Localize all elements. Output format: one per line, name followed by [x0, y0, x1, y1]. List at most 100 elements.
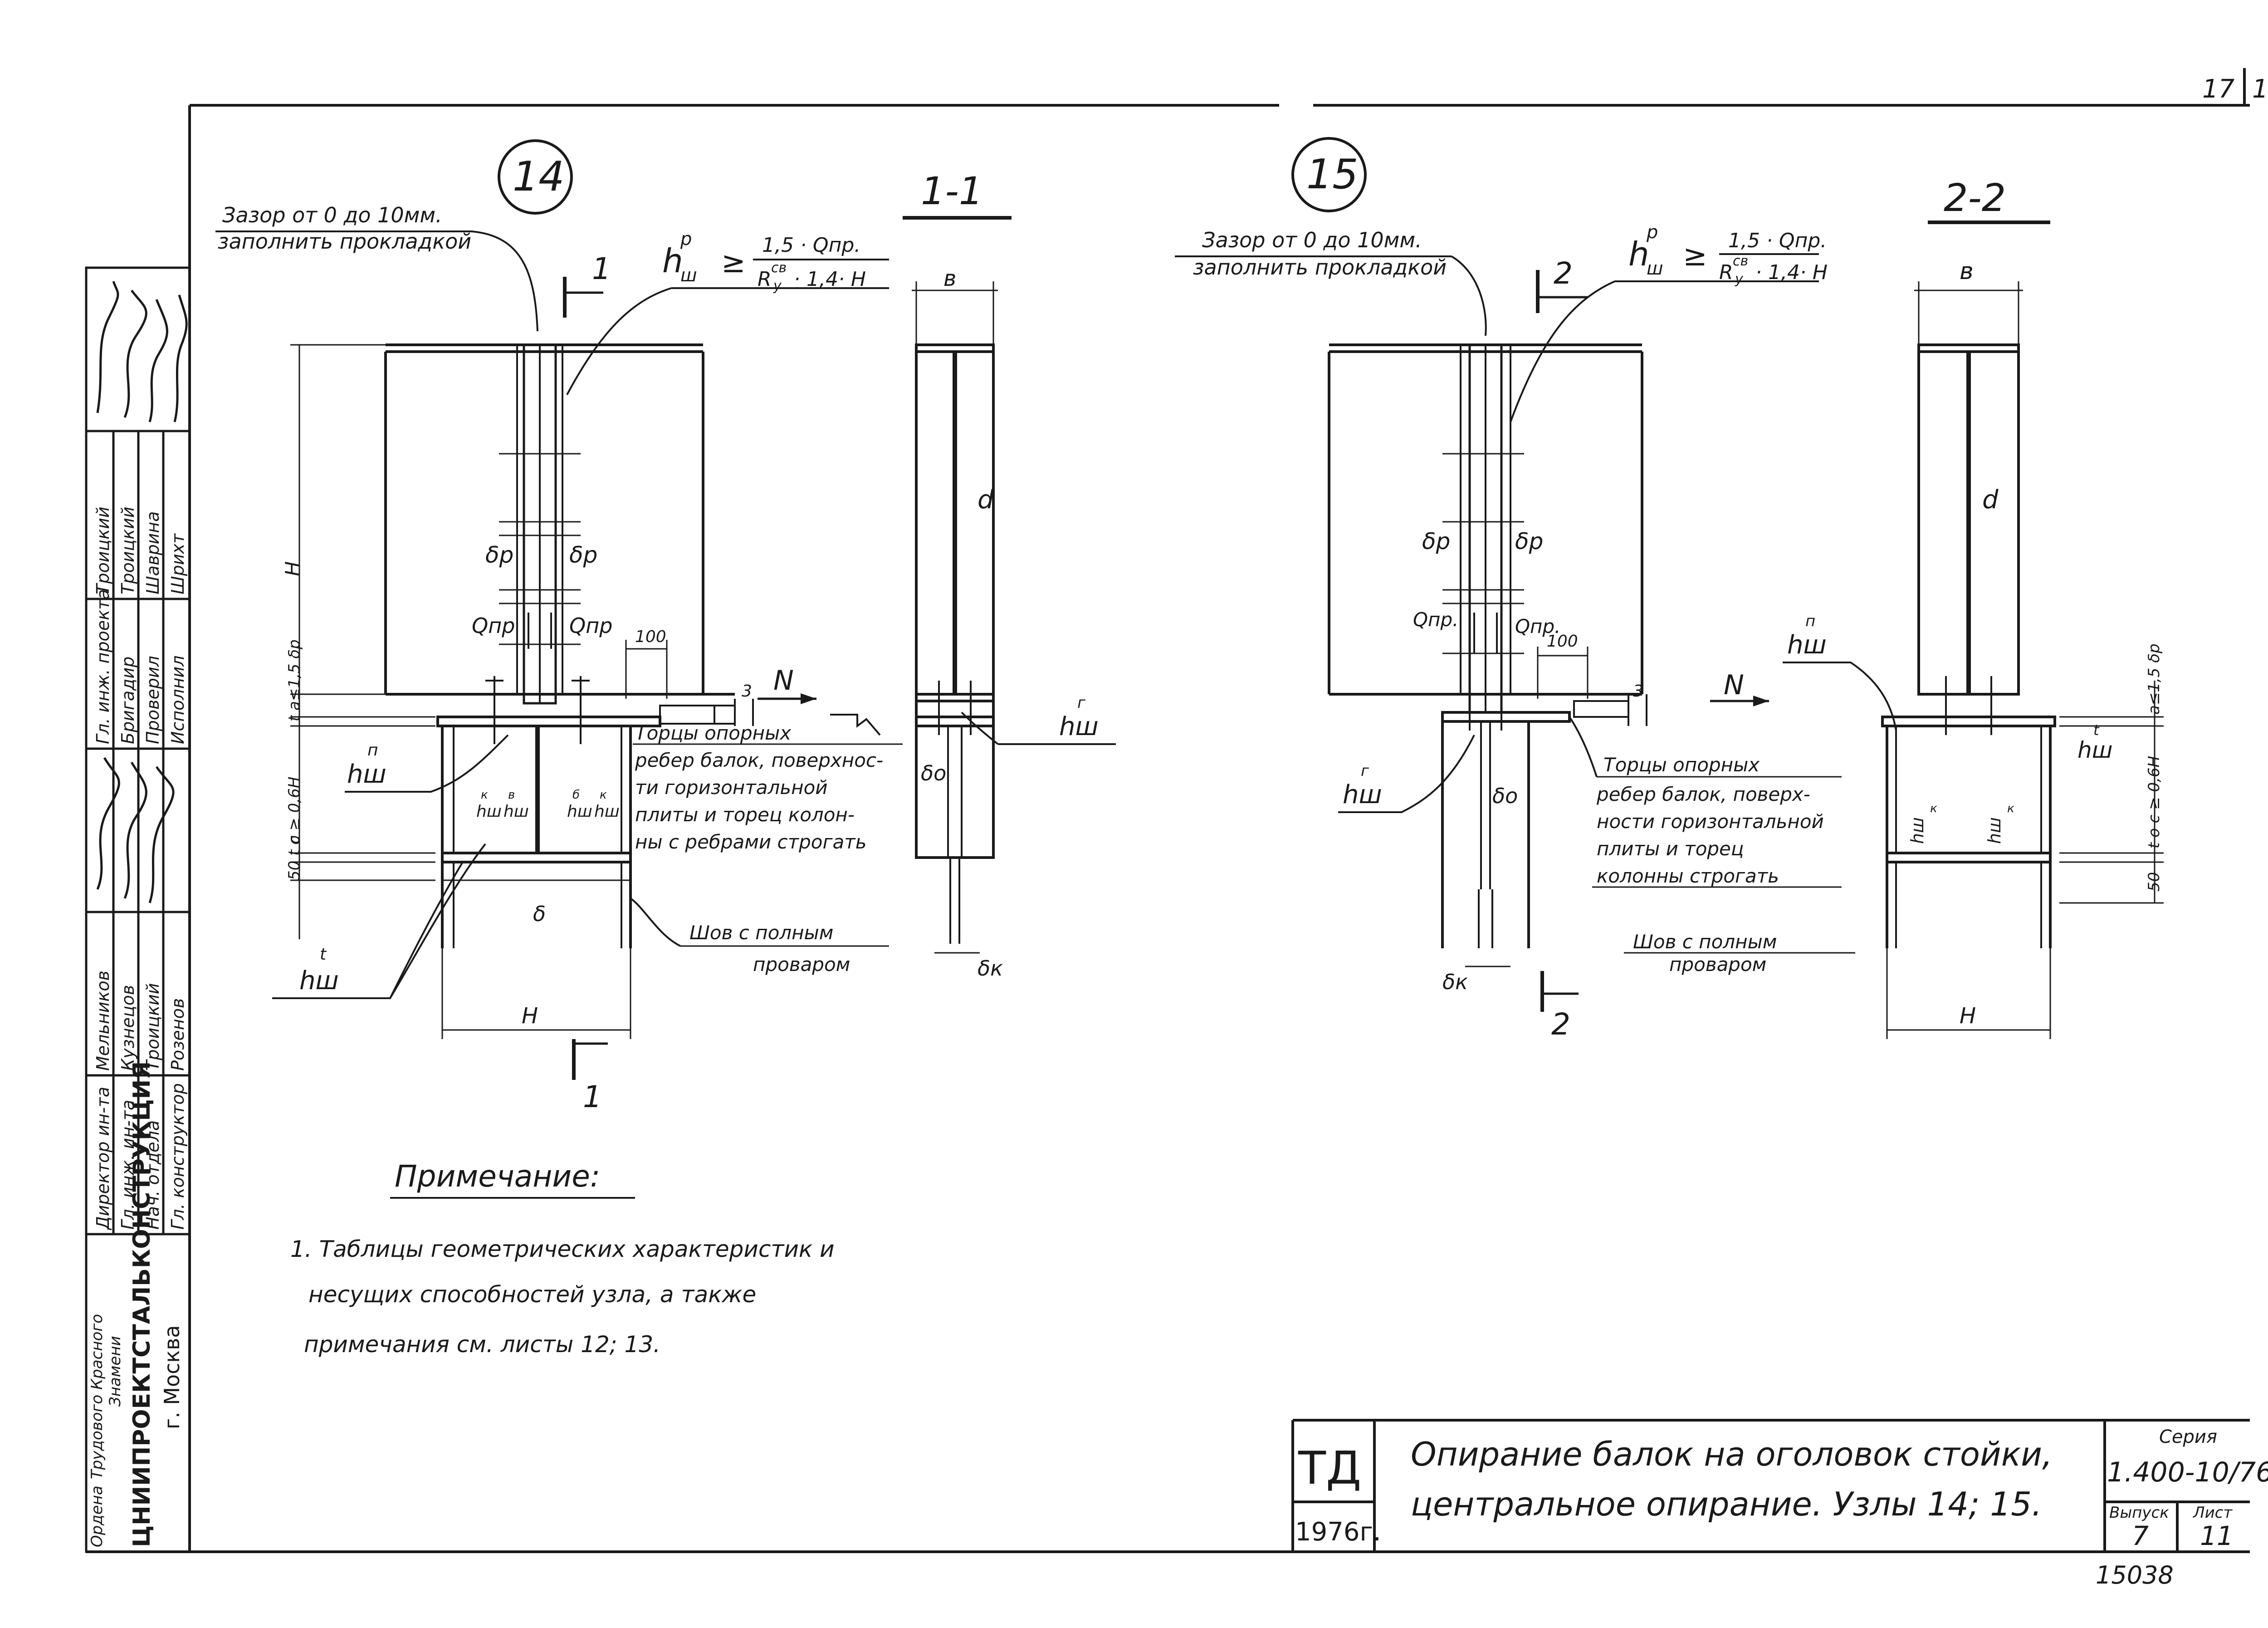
svg-text:δр: δр [485, 542, 513, 568]
note-line-1: 1. Таблицы геометрических характеристик … [290, 1236, 835, 1262]
svg-text:3: 3 [1633, 682, 1643, 701]
svg-text:hш: hш [1059, 712, 1099, 741]
node-14-circle [498, 139, 573, 215]
svg-text:ти горизонтальной: ти горизонтальной [635, 776, 828, 799]
svg-text:R: R [758, 268, 772, 291]
svg-text:hш: hш [1984, 817, 2004, 844]
node-15: 15 Зазор от 0 до 10мм. заполнить проклад… [1175, 137, 1855, 1042]
node-15-formula: h р ш ≥ 1,5 · Qпр. R св y · 1,4· H [1510, 222, 1828, 422]
svg-text:· 1,4· H: · 1,4· H [1755, 261, 1828, 284]
svg-text:hш: hш [1787, 630, 1827, 660]
svg-text:h: h [662, 242, 683, 280]
svg-text:N: N [773, 665, 794, 696]
svg-text:hш: hш [567, 802, 592, 821]
svg-text:к: к [600, 788, 607, 802]
node-15-ends-note: Торцы опорных ребер балок, поверх- ности… [1569, 716, 1842, 888]
stamp-name-5: Мельников [93, 971, 113, 1071]
side-stamp: Троицкий Троицкий Шаврина Шрихт Гл. инж.… [85, 266, 191, 1553]
svg-text:ребер балок, поверхнос-: ребер балок, поверхнос- [635, 749, 883, 771]
svg-text:п: п [1805, 612, 1815, 630]
svg-text:hш: hш [503, 802, 529, 821]
stamp-org-3: Знамени [106, 1336, 124, 1407]
svg-text:Шов с полным: Шов с полным [689, 922, 833, 944]
svg-text:Торцы опорных: Торцы опорных [635, 722, 792, 744]
svg-text:δр: δр [569, 542, 597, 568]
svg-text:hш: hш [299, 966, 339, 995]
node-15-circle [1291, 137, 1367, 212]
svg-text:t: t [320, 945, 327, 964]
node-15-beams [1328, 343, 1643, 714]
svg-text:р: р [680, 229, 692, 250]
svg-text:Qпр.: Qпр. [1413, 608, 1459, 631]
note-line-3: примечания см. листы 12; 13. [304, 1331, 660, 1358]
svg-text:δр: δр [1515, 528, 1543, 554]
stamp-role-6: Гл. инж. ин-та [118, 1100, 138, 1230]
drawing-title-2: центральное опирание. Узлы 14; 15. [1411, 1485, 2042, 1523]
note-heading: Примечание: [395, 1159, 600, 1194]
stamp-name-8: Розенов [168, 998, 188, 1071]
svg-text:δк: δк [1442, 970, 1468, 994]
svg-text:d: d [1982, 485, 1999, 515]
svg-text:100: 100 [1547, 632, 1578, 651]
stamp-role-2: Бригадир [118, 657, 138, 744]
svg-text:R: R [1719, 261, 1733, 284]
svg-text:hш: hш [1343, 780, 1382, 809]
node-14-formula: h р ш ≥ 1,5 · Qпр. R св y · 1,4· H [566, 229, 889, 395]
stamp-role-3: Проверил [143, 656, 163, 744]
stamp-name-3: Шаврина [143, 511, 163, 594]
note-line-2: несущих способностей узла, а также [308, 1281, 756, 1308]
svg-text:t a≤1,5 δр: t a≤1,5 δр [285, 639, 303, 721]
node-14-beams [384, 343, 735, 705]
svg-text:H: H [522, 1003, 538, 1029]
stamp-name-6: Кузнецов [118, 985, 138, 1071]
svg-text:δр: δр [1422, 528, 1450, 554]
stamp-org-2: Трудового Красного [88, 1314, 106, 1479]
svg-text:1,5 · Qпр.: 1,5 · Qпр. [1728, 229, 1827, 252]
stamp-org-city: г. Москва [160, 1325, 184, 1429]
svg-text:ности горизонтальной: ности горизонтальной [1597, 810, 1824, 833]
svg-text:Шов с полным: Шов с полным [1633, 931, 1777, 953]
node-14-gap-note-2: заполнить прокладкой [218, 229, 471, 254]
year: 1976г. [1295, 1517, 1381, 1547]
node-14: 14 Зазор от 0 до 10мм. заполнить проклад… [215, 139, 903, 1114]
svg-text:ш: ш [680, 265, 697, 286]
svg-text:плиты и торец колон-: плиты и торец колон- [635, 804, 855, 826]
stamp-name-2: Троицкий [118, 507, 138, 595]
archive-number: 15038 [2096, 1561, 2174, 1589]
node-15-number: 15 [1306, 151, 1359, 198]
svg-text:проваром: проваром [1669, 953, 1766, 976]
svg-text:hш: hш [1907, 817, 1927, 844]
svg-text:р: р [1646, 222, 1658, 243]
node-14-dim-H-vertical: H [281, 561, 304, 576]
svg-text:h: h [1628, 235, 1649, 273]
section-1-1-title: 1-1 [921, 169, 983, 213]
svg-text:N: N [1724, 669, 1744, 701]
svg-text:δо: δо [921, 761, 946, 785]
node-15-gap-note-1: Зазор от 0 до 10мм. [1202, 228, 1422, 252]
page-mark-suffix: 1 [2252, 74, 2268, 104]
signature-scribbles [96, 281, 188, 903]
title-block: ТД 1976г. Опирание балок на оголовок сто… [1291, 1419, 2268, 1589]
node-14-column-head [441, 676, 632, 948]
svg-text:г: г [1361, 762, 1369, 780]
svg-text:c ≥ 0,6H: c ≥ 0,6H [285, 777, 303, 844]
issue-label: Выпуск [2109, 1504, 2169, 1522]
node-14-weld-note: Шов с полным проваром [630, 897, 889, 976]
svg-text:св: св [1733, 253, 1748, 269]
svg-text:ш: ш [1647, 258, 1663, 279]
svg-text:hш: hш [347, 760, 386, 789]
node-14-ends-note: Торцы опорных ребер балок, поверхнос- ти… [633, 722, 903, 853]
page-mark: 17 [2202, 74, 2235, 104]
node-15-plate [1441, 694, 1647, 726]
svg-text:плиты и торец: плиты и торец [1597, 838, 1744, 860]
svg-text:к: к [1930, 802, 1937, 815]
svg-text:2: 2 [1554, 256, 1573, 291]
svg-text:hш: hш [476, 802, 502, 821]
svg-text:Торцы опорных: Торцы опорных [1603, 754, 1760, 776]
svg-text:a≤1,5 δр: a≤1,5 δр [2145, 643, 2163, 715]
svg-text:св: св [771, 260, 787, 276]
svg-text:Qпр.: Qпр. [1515, 615, 1561, 637]
node-14-number: 14 [513, 153, 565, 201]
svg-text:100: 100 [635, 628, 666, 646]
